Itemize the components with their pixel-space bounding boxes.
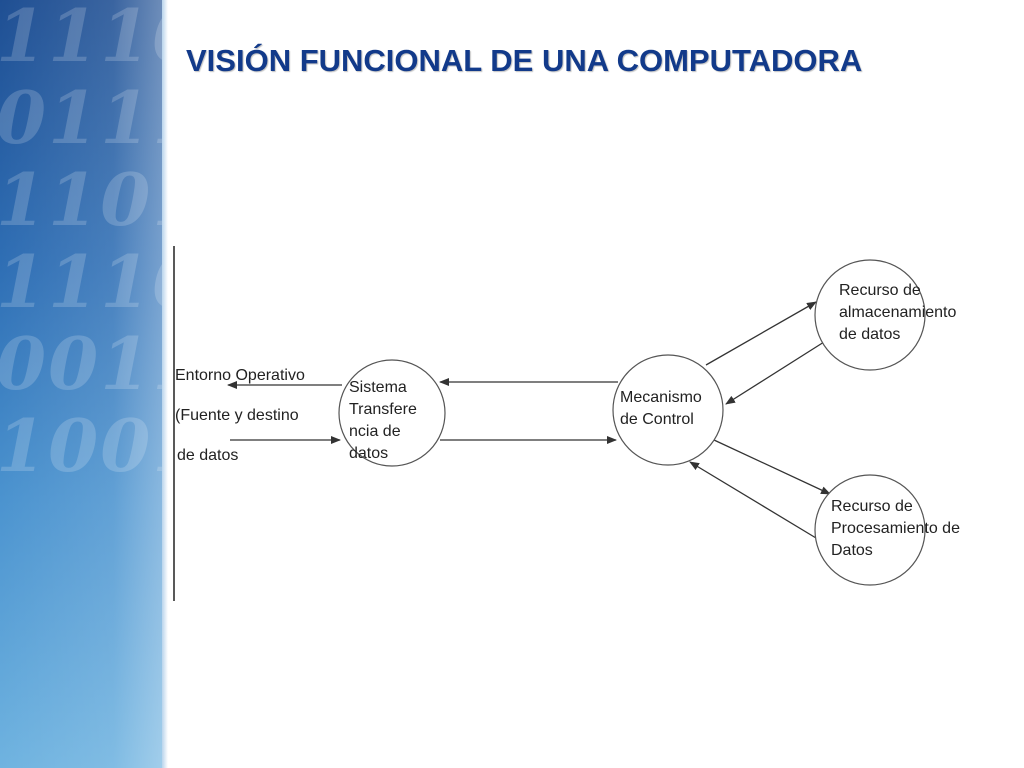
environment-label-line2: (Fuente y destino [175, 407, 299, 424]
environment-label-line3: de datos [177, 447, 238, 464]
flow-control-to-processing [713, 439, 831, 495]
node-processing-label-line2: Procesamiento de [831, 520, 960, 537]
node-storage-resource [814, 259, 926, 371]
node-control-mechanism [612, 354, 724, 466]
node-storage-label-line1: Recurso de [839, 282, 921, 299]
node-processing-resource [814, 474, 926, 586]
flow-processing-to-control [689, 461, 817, 539]
node-transfer-label-line3: ncia de [349, 423, 401, 440]
node-processing-label-line3: Datos [831, 542, 873, 559]
node-storage-label-line2: almacenamiento [839, 304, 957, 321]
node-control-label-line2: de Control [620, 411, 694, 428]
node-processing-label-line1: Recurso de [831, 498, 913, 515]
node-transfer-label-line1: Sistema [349, 379, 407, 396]
flow-storage-to-control [725, 341, 825, 405]
environment-label-line1: Entorno Operativo [175, 367, 305, 384]
slide-title: VISIÓN FUNCIONAL DE UNA COMPUTADORA [186, 43, 863, 78]
node-transfer-system [338, 359, 446, 467]
node-transfer-label-line4: datos [349, 445, 388, 462]
node-transfer-label-line2: Transfere [349, 401, 417, 418]
node-storage-label-line3: de datos [839, 326, 900, 343]
flow-control-to-storage [705, 301, 817, 366]
side-band-edge [162, 0, 168, 768]
node-control-label-line1: Mecanismo [620, 389, 702, 406]
